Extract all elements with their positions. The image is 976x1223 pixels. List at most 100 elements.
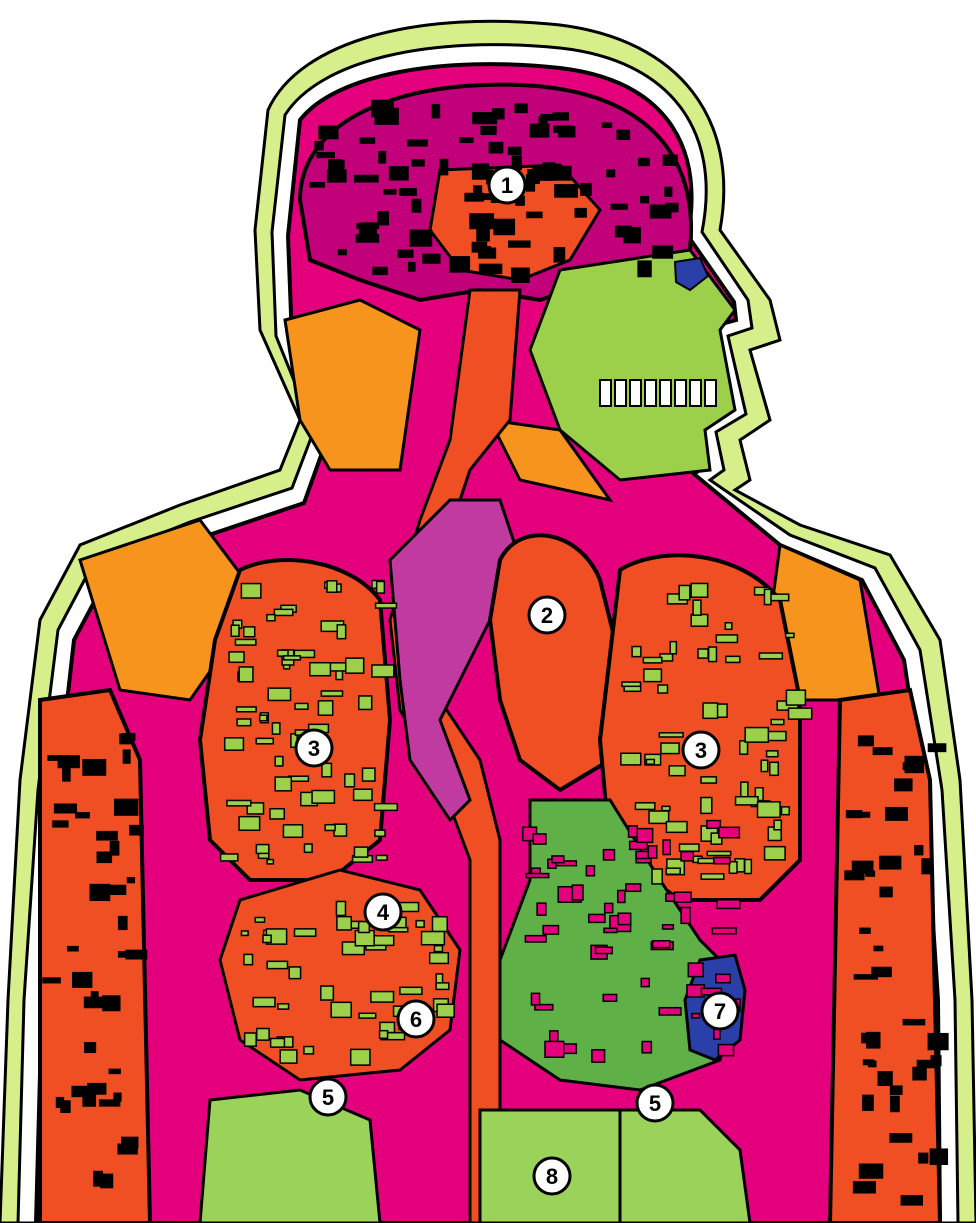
tissue-block — [346, 658, 364, 673]
tissue-block — [90, 885, 109, 901]
tissue-block — [670, 642, 676, 654]
tissue-block — [644, 669, 662, 682]
tissue-block — [626, 884, 641, 891]
svg-text:5: 5 — [322, 1085, 334, 1110]
tissue-block — [701, 798, 712, 814]
tissue-block — [653, 941, 670, 948]
tissue-block — [663, 925, 674, 929]
tissue-block — [859, 736, 874, 745]
tissue-block — [661, 743, 679, 754]
tissue-block — [669, 766, 685, 776]
tissue-block — [632, 647, 641, 657]
tissue-block — [331, 1002, 351, 1017]
tissue-block — [256, 845, 268, 854]
tissue-block — [110, 842, 118, 855]
tissue-block — [652, 869, 662, 884]
tissue-block — [878, 1072, 892, 1085]
tissue-block — [913, 1068, 926, 1080]
tissue-block — [271, 1038, 285, 1047]
tissue-block — [460, 138, 473, 142]
tissue-block — [408, 140, 427, 146]
tissue-block — [701, 874, 723, 879]
tissue-block — [92, 992, 98, 1001]
tissue-block — [922, 859, 930, 874]
svg-text:1: 1 — [501, 173, 513, 198]
tissue-block — [847, 811, 862, 818]
tissue-block — [525, 936, 546, 942]
tissue-block — [509, 147, 521, 154]
tissue-block — [592, 1050, 605, 1062]
tissue-block — [745, 728, 768, 743]
tissue-block — [917, 1061, 935, 1068]
marker-3-left: 3 — [296, 730, 332, 766]
tooth — [600, 380, 611, 406]
tissue-block — [494, 219, 514, 234]
tissue-block — [103, 996, 120, 1010]
tissue-block — [555, 185, 577, 197]
tooth — [675, 380, 686, 406]
tissue-block — [318, 701, 332, 715]
tissue-block — [377, 581, 385, 593]
tissue-block — [603, 850, 614, 860]
tissue-block — [771, 594, 789, 600]
tissue-block — [928, 744, 945, 751]
tissue-block — [638, 261, 651, 276]
tissue-block — [73, 973, 92, 987]
tissue-block — [680, 844, 699, 851]
svg-text:8: 8 — [546, 1164, 558, 1189]
tissue-block — [398, 250, 412, 257]
tissue-block — [450, 257, 470, 272]
tissue-block — [94, 1172, 102, 1186]
tissue-block — [440, 160, 447, 175]
tissue-block — [621, 753, 641, 765]
tissue-block — [400, 987, 422, 994]
tissue-block — [267, 860, 273, 864]
tissue-block — [639, 159, 649, 166]
tissue-block — [119, 917, 127, 930]
tissue-block — [663, 840, 670, 855]
tissue-block — [375, 830, 385, 836]
tissue-block — [256, 738, 273, 743]
tissue-block — [422, 932, 445, 945]
tissue-block — [618, 913, 631, 924]
tissue-block — [278, 1004, 289, 1009]
tissue-block — [359, 696, 372, 709]
tissue-block — [873, 748, 891, 754]
tissue-block — [659, 1008, 681, 1015]
tissue-block — [115, 799, 138, 815]
tissue-block — [663, 155, 677, 165]
svg-text:6: 6 — [410, 1007, 422, 1032]
tissue-block — [359, 1013, 376, 1018]
tissue-block — [351, 1049, 370, 1065]
tissue-block — [416, 921, 424, 927]
tissue-block — [48, 756, 69, 760]
tissue-block — [527, 175, 535, 191]
tissue-block — [470, 214, 493, 228]
tissue-block — [118, 1144, 137, 1153]
tissue-block — [895, 779, 912, 790]
tissue-block — [545, 1041, 564, 1057]
tissue-block — [473, 164, 489, 179]
tissue-block — [376, 603, 397, 608]
tissue-block — [552, 856, 564, 863]
tissue-block — [641, 197, 649, 203]
tissue-block — [128, 878, 135, 883]
tissue-block — [666, 822, 687, 833]
tissue-block — [767, 751, 778, 757]
tissue-block — [283, 825, 302, 837]
tissue-block — [337, 917, 351, 930]
tissue-block — [635, 803, 654, 810]
tissue-block — [225, 738, 244, 750]
tissue-block — [257, 1029, 269, 1041]
tissue-block — [646, 759, 654, 764]
tissue-block — [759, 653, 782, 659]
tissue-block — [691, 614, 707, 626]
tissue-block — [329, 160, 341, 176]
tissue-block — [245, 1033, 257, 1046]
tissue-block — [337, 625, 345, 639]
tissue-block — [869, 1061, 876, 1066]
tissue-block — [642, 1042, 651, 1053]
tissue-block — [371, 992, 394, 1003]
tissue-block — [636, 851, 649, 858]
